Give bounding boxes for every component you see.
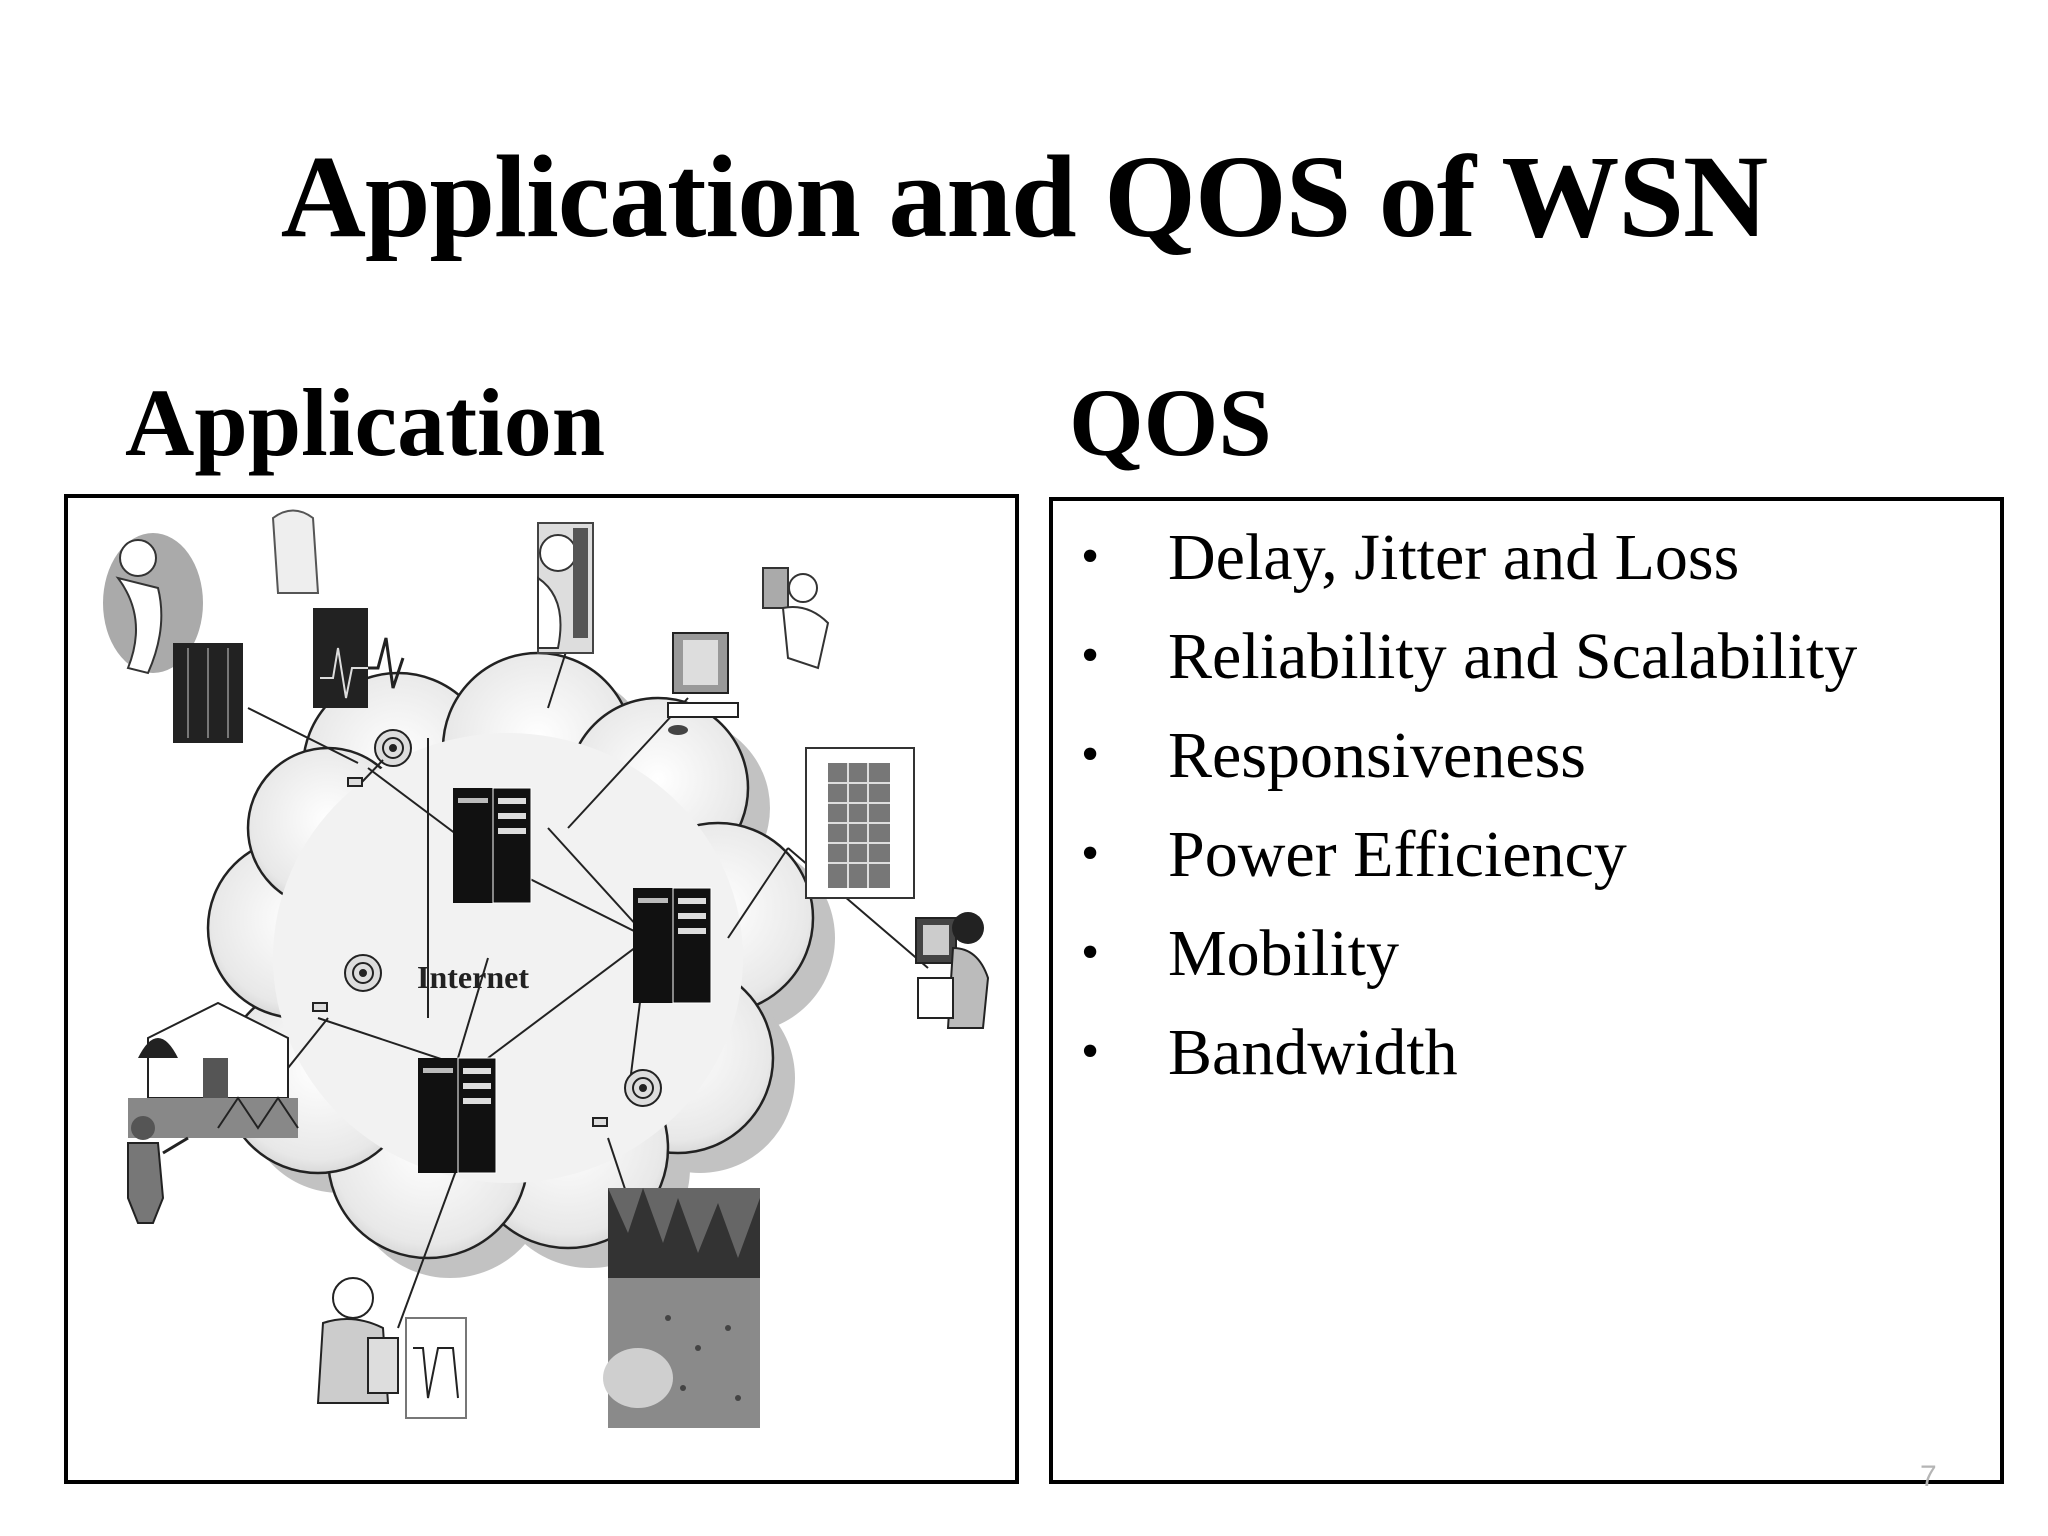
- cloud-fill: [273, 733, 743, 1183]
- bullet: •: [1081, 528, 1100, 585]
- list-item: • Power Efficiency: [1053, 814, 2000, 913]
- antenna-icon: [347, 729, 412, 787]
- building-icon: [805, 747, 915, 899]
- qos-panel: • Delay, Jitter and Loss • Reliability a…: [1049, 497, 2004, 1484]
- list-item: • Bandwidth: [1053, 1012, 2000, 1111]
- wsn-network-diagram: Internet: [103, 509, 990, 1428]
- qos-item-label: Responsiveness: [1168, 719, 1586, 792]
- list-item: • Responsiveness: [1053, 715, 2000, 814]
- slide-title: Application and QOS of WSN: [280, 131, 1769, 262]
- list-item: • Reliability and Scalability: [1053, 616, 2000, 715]
- soldier-icon: [127, 1116, 189, 1224]
- server-icon: [453, 787, 532, 904]
- scientist-computer-icon: [316, 1277, 467, 1419]
- qos-item-label: Bandwidth: [1168, 1016, 1458, 1089]
- house-icon: [128, 1001, 299, 1138]
- page-number: 7: [1920, 1460, 1937, 1493]
- server-icon: [418, 1057, 497, 1174]
- qos-item-label: Mobility: [1168, 917, 1400, 990]
- bullet: •: [1081, 825, 1100, 882]
- bullet: •: [1081, 627, 1100, 684]
- presenter-icon: [762, 567, 830, 670]
- qos-item-label: Power Efficiency: [1168, 818, 1627, 891]
- computer-icon: [667, 632, 739, 735]
- forest-photo: [603, 1188, 760, 1428]
- person-icon: [103, 533, 243, 743]
- antenna-icon: [592, 1069, 662, 1127]
- qos-item-label: Reliability and Scalability: [1168, 620, 1858, 693]
- qos-list: • Delay, Jitter and Loss • Reliability a…: [1053, 517, 2000, 1111]
- qos-item-label: Delay, Jitter and Loss: [1168, 521, 1740, 594]
- antenna-icon: [312, 954, 382, 1012]
- application-heading: Application: [125, 369, 606, 476]
- bullet: •: [1081, 1023, 1100, 1080]
- ecg-monitor-icon: [271, 509, 405, 708]
- list-item: • Mobility: [1053, 913, 2000, 1012]
- bullet: •: [1081, 924, 1100, 981]
- application-panel: Internet: [64, 494, 1019, 1484]
- internet-label: Internet: [417, 959, 529, 995]
- office-worker-icon: [915, 912, 990, 1029]
- bullet: •: [1081, 726, 1100, 783]
- phone-operator-icon: [537, 522, 594, 654]
- qos-heading: QOS: [1069, 369, 1272, 476]
- list-item: • Delay, Jitter and Loss: [1053, 517, 2000, 616]
- server-icon: [633, 887, 712, 1004]
